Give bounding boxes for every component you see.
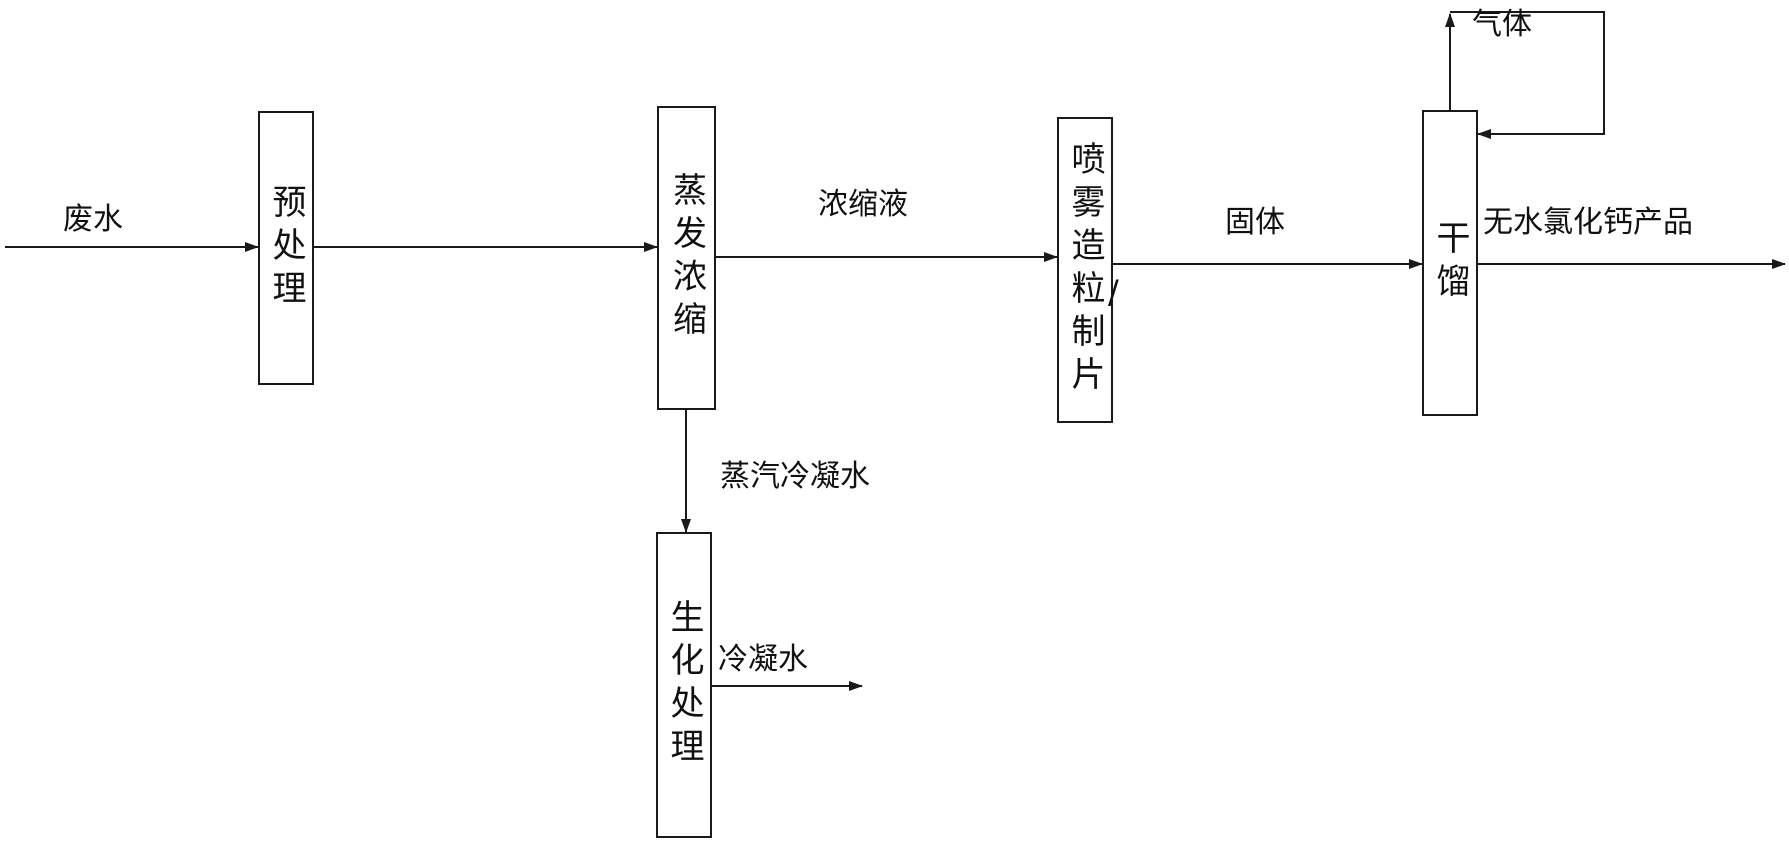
box-spray-label-extra: 制片 — [1065, 313, 1105, 399]
box-dry-distillation-label: 干馏 — [1430, 220, 1470, 306]
box-evaporation-label: 蒸发浓缩 — [666, 172, 707, 344]
label-steam-condensate: 蒸汽冷凝水 — [720, 459, 870, 494]
box-biochemical-label: 生化处理 — [664, 599, 704, 771]
label-product: 无水氯化钙产品 — [1483, 205, 1693, 240]
box-evaporation-concentration: 蒸发浓缩 — [657, 106, 716, 410]
slash-mark: / — [1108, 273, 1119, 311]
label-wastewater: 废水 — [63, 202, 123, 237]
box-spray-label-main: 喷雾造粒 — [1065, 141, 1105, 313]
label-solid: 固体 — [1225, 205, 1285, 240]
label-concentrate: 浓缩液 — [818, 187, 908, 222]
box-pretreatment-label: 预处理 — [266, 183, 306, 313]
label-gas: 气体 — [1472, 7, 1532, 42]
box-spray-granulation: 喷雾造粒制片 — [1057, 117, 1113, 423]
arrow-gas-recycle — [1450, 11, 1605, 139]
box-biochemical-treatment: 生化处理 — [656, 532, 712, 838]
box-dry-distillation: 干馏 — [1422, 110, 1478, 416]
label-condensate-water: 冷凝水 — [718, 642, 808, 677]
box-spray-label: 喷雾造粒制片 — [1065, 141, 1105, 399]
box-pretreatment: 预处理 — [258, 111, 314, 385]
